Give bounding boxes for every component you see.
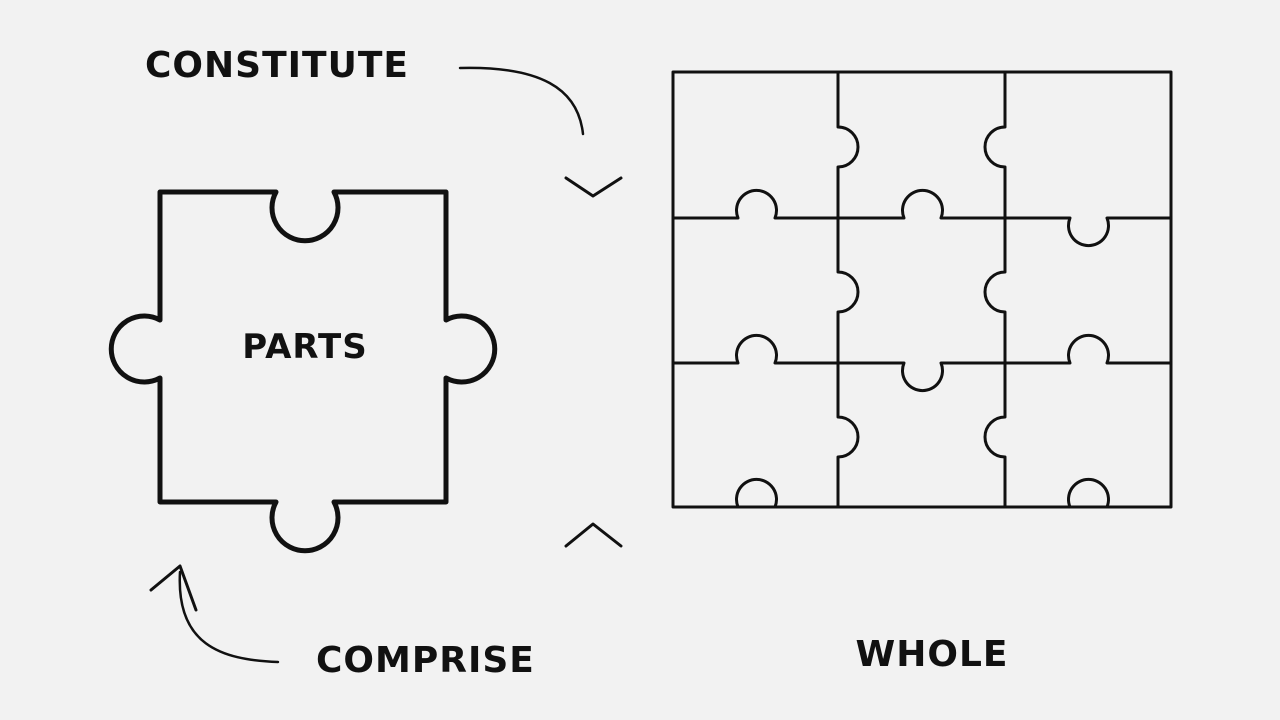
grid-divider-vertical-1 [836, 70, 860, 509]
puzzle-piece-icon [108, 189, 498, 554]
puzzle-grid-icon [671, 70, 1173, 509]
grid-divider-horizontal-1 [671, 188, 1173, 248]
whole-label: WHOLE [856, 634, 1009, 675]
parts-label: PARTS [242, 327, 367, 367]
curved-arrow-up-icon [178, 570, 280, 664]
chevron-up-icon [564, 522, 623, 548]
arrow-head-icon [149, 564, 198, 612]
constitute-label: CONSTITUTE [145, 45, 409, 86]
chevron-down-icon [564, 176, 623, 198]
grid-divider-horizontal-2 [671, 333, 1173, 393]
grid-bottom-knob-1 [735, 477, 778, 509]
grid-bottom-knob-2 [1067, 477, 1110, 509]
grid-frame [671, 70, 1173, 509]
curved-arrow-down-icon [458, 66, 585, 136]
comprise-label: COMPRISE [316, 640, 535, 681]
grid-divider-vertical-2 [983, 70, 1007, 509]
